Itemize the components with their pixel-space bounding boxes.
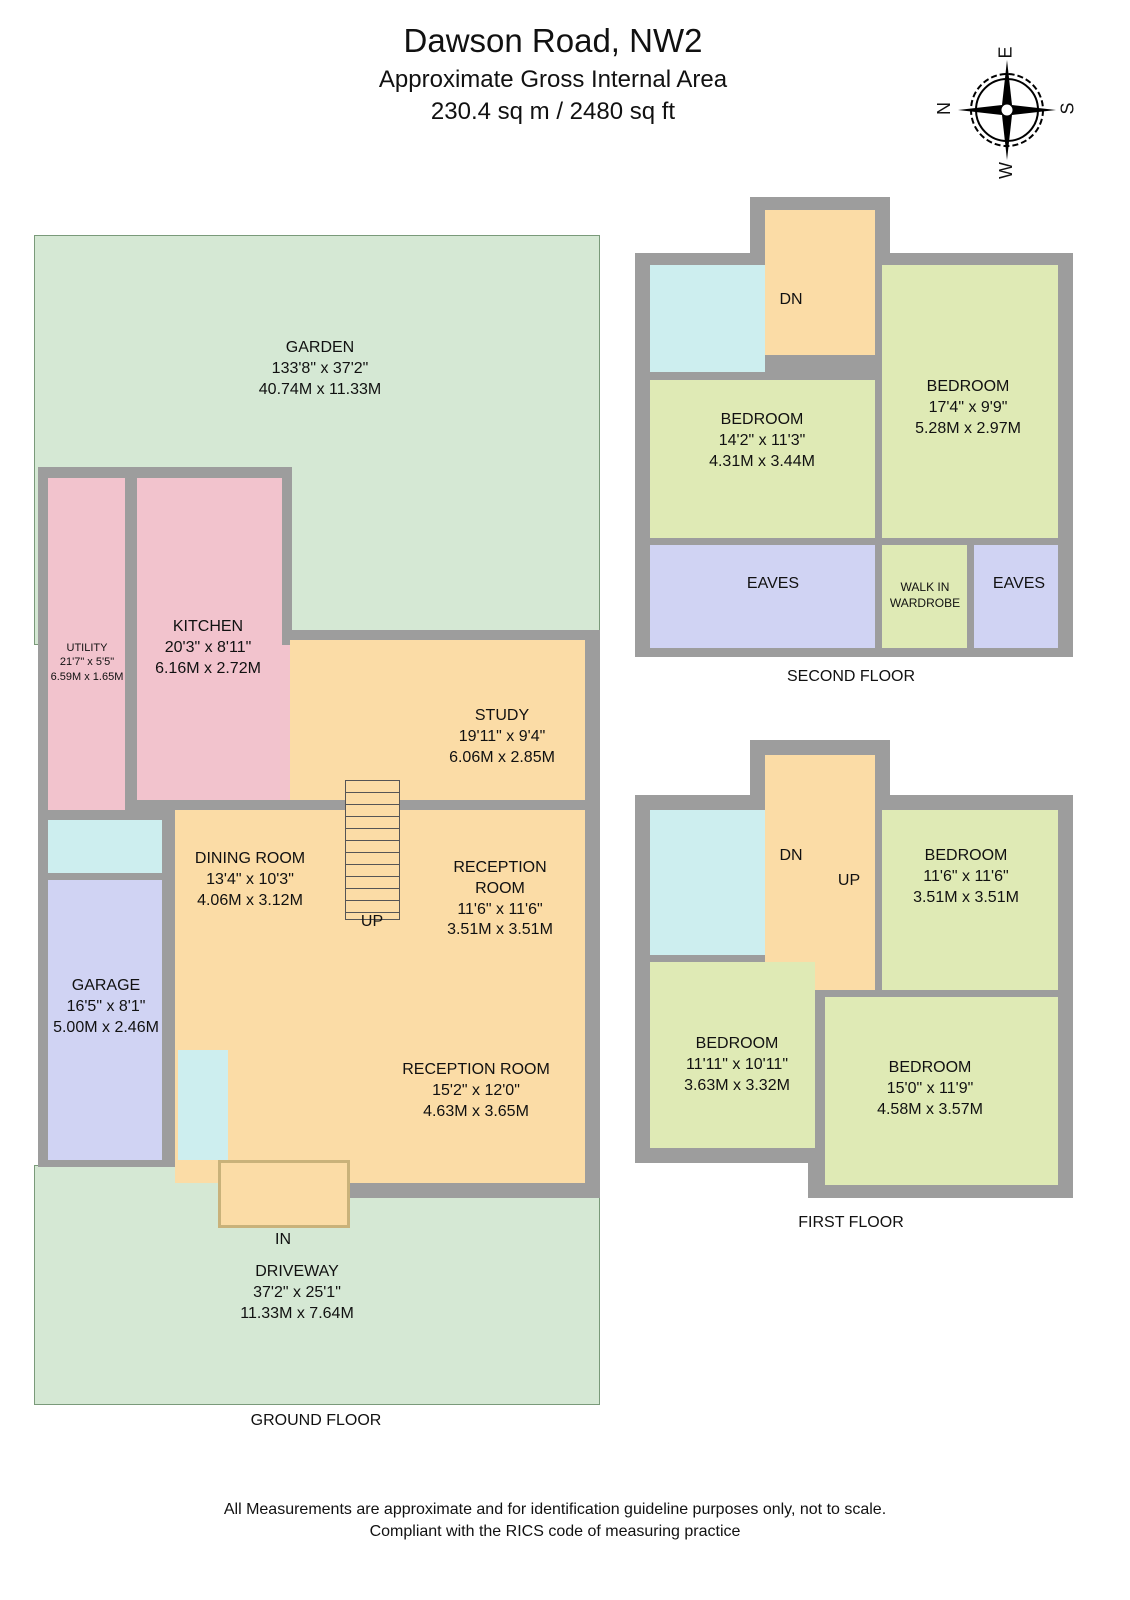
rics-compliance: Compliant with the RICS code of measurin… bbox=[369, 1523, 741, 1540]
bedroom-room bbox=[650, 962, 815, 1148]
room-label-eaves: EAVES bbox=[746, 575, 800, 592]
plan-subtitle: Approximate Gross Internal Area bbox=[378, 66, 728, 93]
eaves-area bbox=[650, 545, 875, 648]
compass-icon: E N S W bbox=[930, 40, 1080, 185]
compass-east: E bbox=[995, 46, 1016, 59]
stairs-down-label: DN bbox=[779, 847, 803, 864]
stairs-up-label: UP bbox=[360, 913, 384, 930]
eaves-area bbox=[974, 545, 1058, 648]
garage-room bbox=[48, 880, 162, 1160]
bedroom-room bbox=[882, 810, 1058, 990]
kitchen-room-ext bbox=[137, 645, 290, 800]
room-label-eaves: EAVES bbox=[992, 575, 1046, 592]
stairs-down-label: DN bbox=[779, 291, 803, 308]
study-room bbox=[290, 640, 585, 800]
bedroom-room bbox=[825, 997, 1058, 1185]
floor-label-first: FIRST FLOOR bbox=[798, 1214, 904, 1231]
stair-landing bbox=[765, 210, 875, 355]
entrance-label: IN bbox=[275, 1231, 291, 1248]
utility-room bbox=[48, 478, 125, 810]
bedroom-room bbox=[650, 380, 875, 538]
floor-label-second: SECOND FLOOR bbox=[786, 668, 916, 685]
bathroom bbox=[48, 820, 162, 873]
porch bbox=[218, 1160, 350, 1228]
bedroom-room bbox=[882, 265, 1058, 538]
compass-north: N bbox=[934, 102, 954, 115]
compass-south: S bbox=[1057, 102, 1078, 115]
bathroom bbox=[650, 265, 765, 372]
bathroom bbox=[650, 810, 765, 955]
compass-west: W bbox=[996, 162, 1016, 179]
stair-landing bbox=[765, 755, 875, 990]
wardrobe-area bbox=[882, 545, 967, 648]
disclaimer: All Measurements are approximate and for… bbox=[223, 1501, 887, 1518]
plan-title: Dawson Road, NW2 bbox=[403, 22, 703, 59]
wc-room bbox=[178, 1050, 228, 1160]
floor-label-ground: GROUND FLOOR bbox=[250, 1412, 382, 1429]
staircase bbox=[345, 780, 400, 920]
gross-area: 230.4 sq m / 2480 sq ft bbox=[430, 98, 676, 125]
stairs-up-label: UP bbox=[837, 872, 861, 889]
